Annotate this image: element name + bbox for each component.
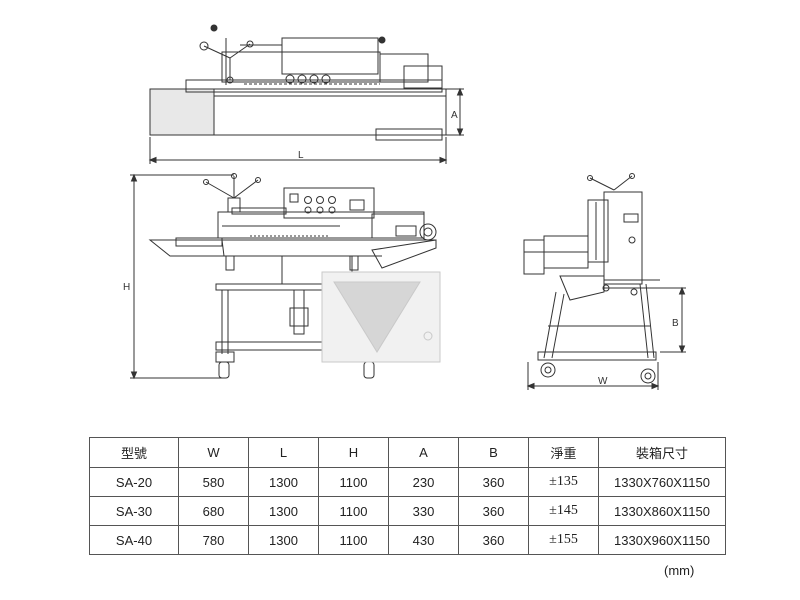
cell-net-weight: ±135 <box>528 467 599 497</box>
header-model: 型號 <box>89 437 179 468</box>
header-w: W <box>178 437 249 468</box>
machine-drawing: L A H W B <box>123 24 686 390</box>
dim-label-w: W <box>598 376 608 387</box>
cell-l: 1300 <box>248 525 319 555</box>
cell-b: 360 <box>458 496 529 526</box>
cell-a: 330 <box>388 496 459 526</box>
cell-model: SA-30 <box>89 496 179 526</box>
dim-label-b: B <box>672 318 679 329</box>
header-h: H <box>318 437 389 468</box>
cell-package-size: 1330X760X1150 <box>598 467 726 497</box>
cell-model: SA-40 <box>89 525 179 555</box>
cell-net-weight: ±145 <box>528 496 599 526</box>
cell-w: 580 <box>178 467 249 497</box>
watermark-logo <box>321 271 441 363</box>
header-net-weight: 淨重 <box>528 437 599 468</box>
cell-w: 780 <box>178 525 249 555</box>
top-view <box>148 24 464 164</box>
table-row: SA-20 580 1300 1100 230 360 ±135 1330X76… <box>89 467 726 497</box>
table-row: SA-40 780 1300 1100 430 360 ±155 1330X96… <box>89 525 726 555</box>
header-b: B <box>458 437 529 468</box>
header-package-size: 裝箱尺寸 <box>598 437 726 468</box>
dim-label-h: H <box>123 282 130 293</box>
front-view <box>130 173 437 380</box>
cell-b: 360 <box>458 467 529 497</box>
cell-net-weight: ±155 <box>528 525 599 555</box>
cell-a: 430 <box>388 525 459 555</box>
cell-b: 360 <box>458 525 529 555</box>
spec-table: 型號 W L H A B 淨重 裝箱尺寸 SA-20 580 1300 1100… <box>89 437 726 555</box>
cell-a: 230 <box>388 467 459 497</box>
header-l: L <box>248 437 319 468</box>
cell-h: 1100 <box>318 496 389 526</box>
cell-model: SA-20 <box>89 467 179 497</box>
cell-package-size: 1330X960X1150 <box>598 525 726 555</box>
cell-l: 1300 <box>248 467 319 497</box>
table-row: SA-30 680 1300 1100 330 360 ±145 1330X86… <box>89 496 726 526</box>
cell-package-size: 1330X860X1150 <box>598 496 726 526</box>
table-header-row: 型號 W L H A B 淨重 裝箱尺寸 <box>89 437 726 468</box>
unit-note: (mm) <box>664 563 695 578</box>
header-a: A <box>388 437 459 468</box>
side-view <box>523 173 686 390</box>
cell-h: 1100 <box>318 525 389 555</box>
dim-label-l: L <box>298 150 304 161</box>
dim-label-a: A <box>451 110 458 121</box>
cell-l: 1300 <box>248 496 319 526</box>
cell-h: 1100 <box>318 467 389 497</box>
cell-w: 680 <box>178 496 249 526</box>
